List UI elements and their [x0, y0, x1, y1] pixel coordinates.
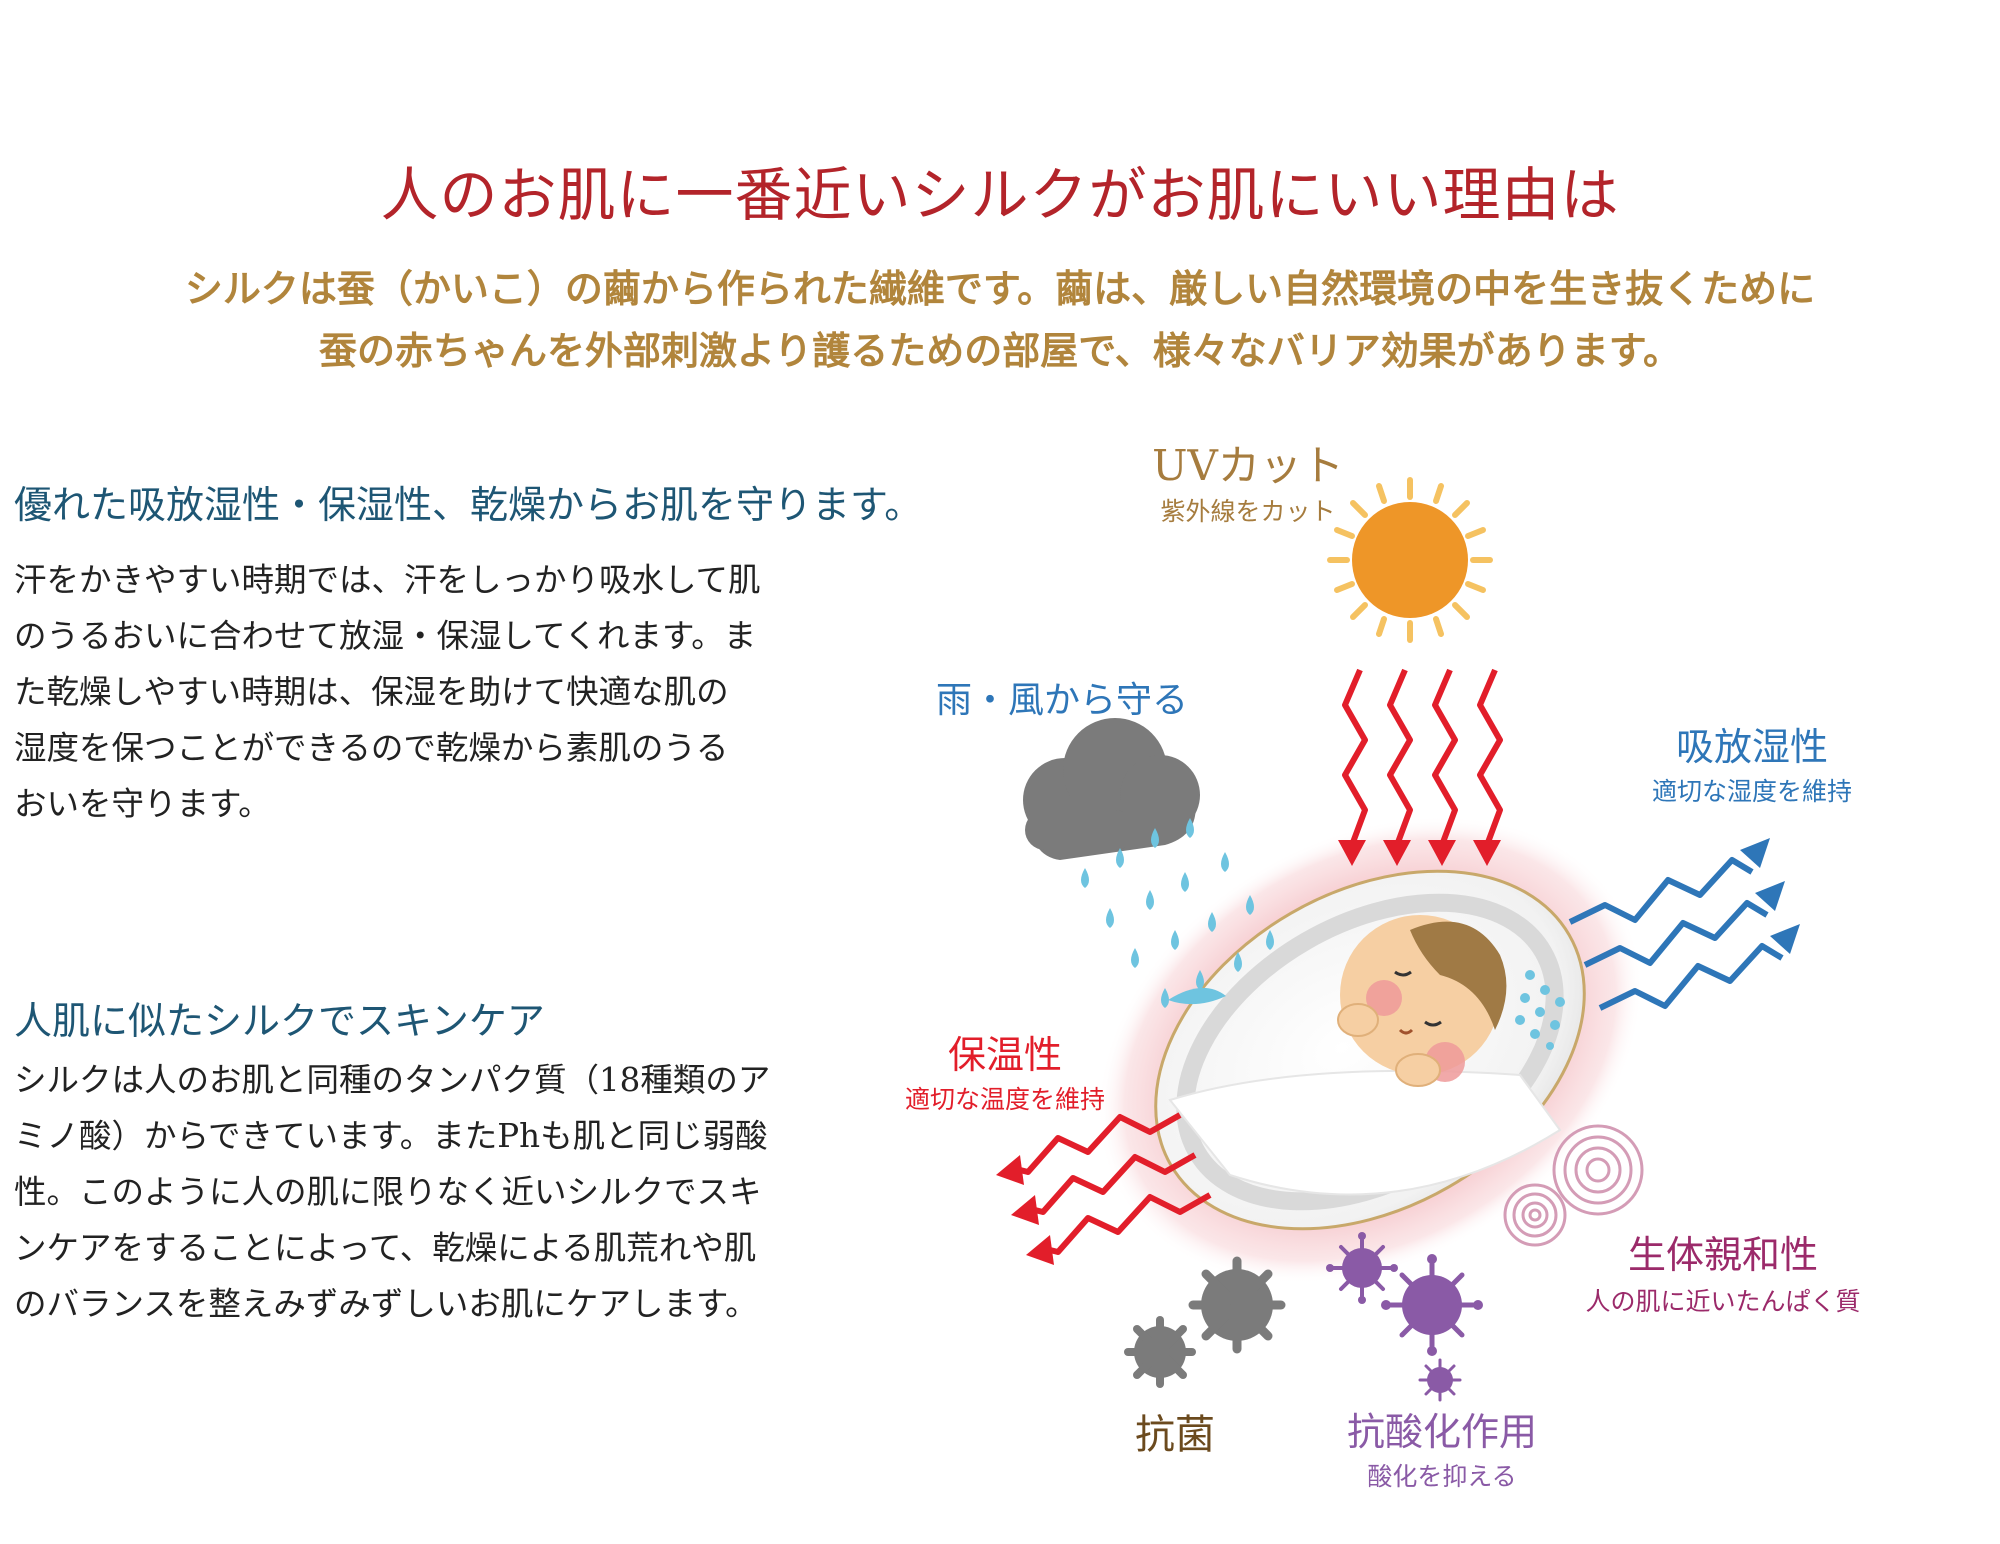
section2-body: シルクは人のお肌と同種のタンパク質（18種類のア ミノ酸）からできています。また…	[14, 1052, 814, 1332]
page-title: 人のお肌に一番近いシルクがお肌にいい理由は	[380, 161, 1620, 229]
antiox-label: 抗酸化作用	[1347, 1410, 1537, 1454]
section2-heading: 人肌に似たシルクでスキンケア	[14, 999, 545, 1043]
moisture-arrows	[1568, 857, 1784, 1011]
baby-illustration	[1337, 915, 1565, 1087]
intro-line: 蚕の赤ちゃんを外部刺激より護るための部屋で、様々なバリア効果があります。	[319, 329, 1681, 373]
ripple-circles-icon	[1503, 1124, 1644, 1247]
rain-label: 雨・風から守る	[936, 680, 1188, 721]
uv-arrow-heads	[1338, 840, 1501, 866]
section1-line: た乾燥しやすい時期は、保湿を助けて快適な肌の	[14, 673, 729, 711]
cloud-icon	[1023, 718, 1200, 860]
warmth-arrow-heads	[996, 1155, 1054, 1265]
antibac-label: 抗菌	[1135, 1412, 1215, 1458]
bacteria-icon	[1124, 1256, 1286, 1388]
section2-line: ミノ酸）からできています。またPhも肌と同じ弱酸	[14, 1117, 768, 1155]
section1-line: 湿度を保つことができるので乾燥から素肌のうる	[14, 729, 729, 767]
warmth-sublabel: 適切な温度を維持	[905, 1085, 1105, 1114]
antiox-sublabel: 酸化を抑える	[1367, 1462, 1516, 1491]
virus-icon	[1326, 1232, 1483, 1402]
section1-body: 汗をかきやすい時期では、汗をしっかり吸水して肌 のうるおいに合わせて放湿・保湿し…	[14, 552, 814, 832]
section2-line: ンケアをすることによって、乾燥による肌荒れや肌	[14, 1229, 757, 1267]
moisture-arrow-heads	[1740, 838, 1800, 954]
sun-icon	[1327, 477, 1493, 643]
intro-line: シルクは蚕（かいこ）の繭から作られた繊維です。繭は、厳しい自然環境の中を生き抜く…	[184, 267, 1816, 311]
section1-line: のうるおいに合わせて放湿・保湿してくれます。ま	[14, 617, 757, 655]
uv-arrows	[1342, 668, 1503, 847]
warmth-arrows	[1011, 1112, 1212, 1255]
section1-heading: 優れた吸放湿性・保湿性、乾燥からお肌を守ります。	[14, 483, 923, 527]
section2-line: シルクは人のお肌と同種のタンパク質（18種類のア	[14, 1061, 771, 1099]
moisture-label: 吸放湿性	[1676, 725, 1828, 769]
warmth-label: 保温性	[948, 1033, 1062, 1077]
bio-sublabel: 人の肌に近いたんぱく質	[1585, 1287, 1860, 1316]
section1-line: 汗をかきやすい時期では、汗をしっかり吸水して肌	[14, 561, 761, 599]
section1-line: おいを守ります。	[14, 785, 271, 823]
section2-line: 性。このように人の肌に限りなく近いシルクでスキ	[14, 1173, 762, 1211]
bio-label: 生体親和性	[1628, 1233, 1818, 1277]
moisture-sublabel: 適切な湿度を維持	[1652, 777, 1852, 806]
section2-line: のバランスを整えみずみずしいお肌にケアします。	[14, 1285, 758, 1323]
rain-drops-icon	[1081, 818, 1274, 1008]
uv-label: UVカット	[1152, 441, 1344, 490]
intro-text: シルクは蚕（かいこ）の繭から作られた繊維です。繭は、厳しい自然環境の中を生き抜く…	[0, 258, 2000, 382]
uv-sublabel: 紫外線をカット	[1160, 497, 1335, 526]
sweat-dots	[1515, 970, 1565, 1050]
